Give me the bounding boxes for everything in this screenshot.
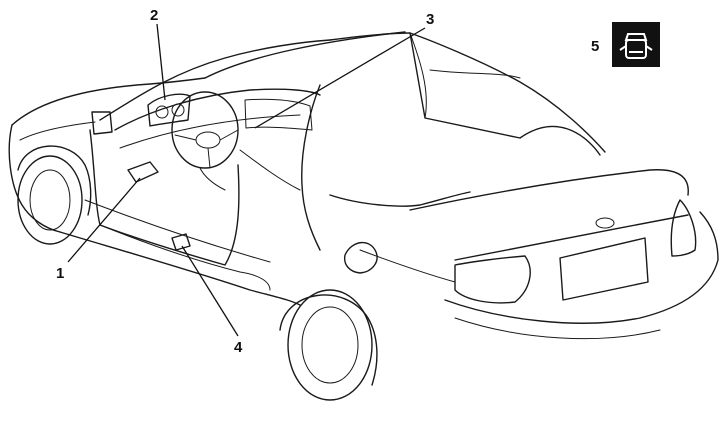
leader-1 (67, 177, 141, 263)
front-bumper (8, 124, 61, 233)
trunk-lid (409, 169, 689, 211)
interior (114, 88, 321, 251)
side-mirror (91, 111, 113, 135)
instrument-cluster (147, 93, 191, 127)
door-latch-switch (171, 233, 191, 251)
rear-bumper-lower (454, 317, 661, 340)
steering-column (199, 167, 226, 191)
door-frame (301, 84, 321, 251)
front-wheel (17, 155, 83, 245)
rear-bumper (444, 211, 719, 324)
car-door-open-icon (612, 22, 660, 67)
front-fender-line (19, 121, 96, 141)
callout-5: 5 (591, 38, 599, 55)
steering-spokes (174, 129, 239, 169)
callout-2: 2 (150, 7, 158, 24)
callout-4: 4 (234, 339, 243, 356)
dashboard-lower (119, 114, 301, 149)
front-wheel-arch (17, 145, 92, 216)
car-body (8, 31, 719, 401)
gauge-left (155, 105, 169, 119)
license-plate (559, 237, 649, 301)
center-console (239, 149, 301, 191)
leader-3 (254, 27, 426, 129)
rear-emblem (595, 217, 615, 229)
leader-2 (156, 23, 166, 101)
rear-wheel (287, 289, 373, 401)
leader-4 (181, 245, 239, 337)
rear-wheel-rim (301, 306, 359, 384)
door-switch-panel (127, 161, 159, 183)
fuel-door (343, 241, 378, 274)
rear-lamp-right (670, 199, 697, 257)
rear-glass-edge (429, 69, 521, 79)
dashboard (114, 88, 321, 131)
rear-quarter-line (359, 249, 456, 283)
leader-lines (67, 23, 426, 337)
rear-door-opening (329, 191, 471, 207)
front-door-open (89, 129, 240, 266)
callout-1: 1 (56, 265, 64, 282)
glovebox-area (244, 98, 313, 131)
roof-line (329, 32, 606, 153)
rear-window-divider (409, 32, 427, 119)
steering-hub (195, 131, 221, 149)
rear-lamp-left (454, 255, 531, 304)
rear-window (409, 32, 601, 156)
trunk-rear-face (454, 214, 689, 261)
side-sill (59, 231, 301, 306)
door-lower-edge (99, 224, 271, 291)
rear-wheel-arch (279, 294, 378, 386)
side-character-line (84, 199, 271, 263)
front-wheel-rim (29, 169, 71, 231)
gauge-right (171, 103, 185, 117)
windshield (99, 39, 331, 121)
hood-outline (11, 77, 206, 126)
callout-3: 3 (426, 11, 434, 28)
